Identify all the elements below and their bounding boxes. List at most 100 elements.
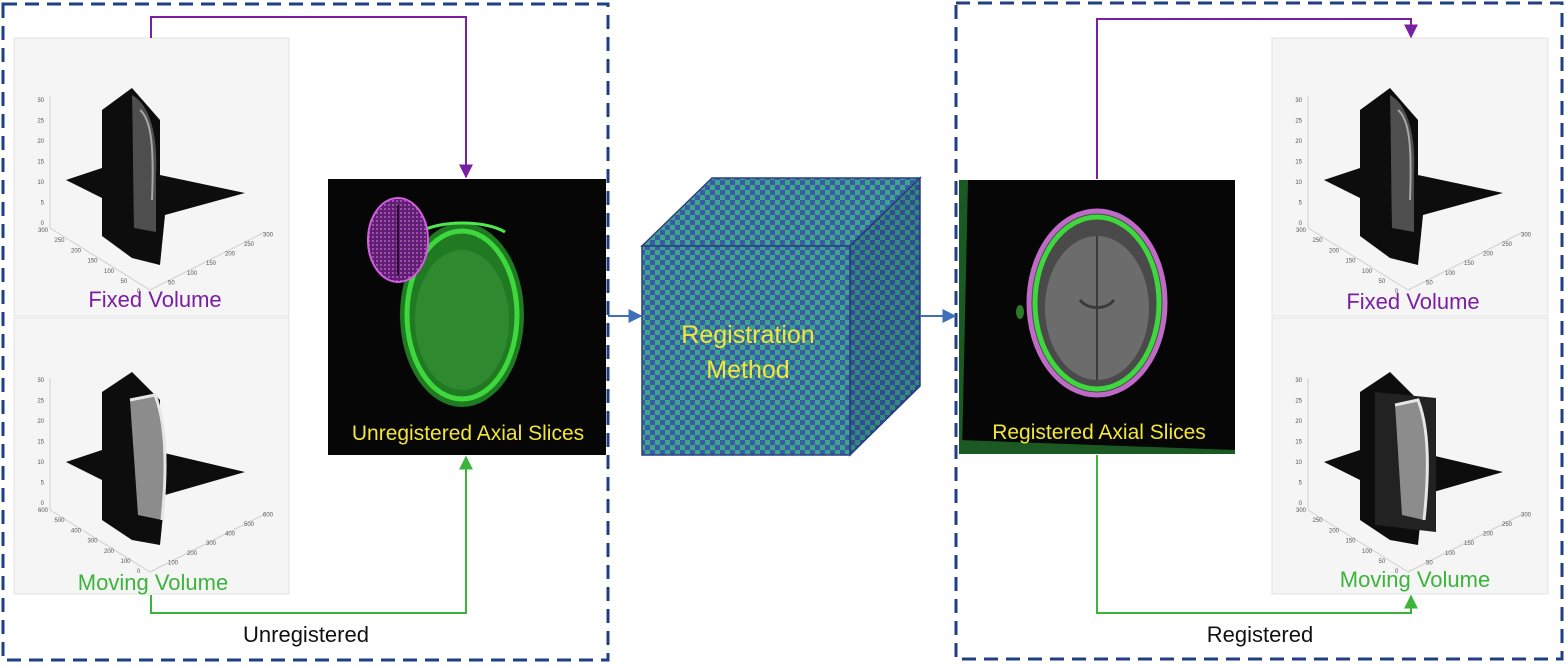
axis-tick-label: 150 bbox=[1464, 541, 1475, 547]
slice-anatomy bbox=[130, 395, 166, 520]
axis-tick-label: 0 bbox=[137, 289, 141, 295]
axis-tick-label: 300 bbox=[206, 541, 217, 547]
z-tick-label: 30 bbox=[1295, 98, 1302, 104]
axis-tick-label: 300 bbox=[1296, 228, 1307, 234]
z-tick-label: 10 bbox=[37, 460, 44, 466]
axis-tick-label: 200 bbox=[1483, 532, 1494, 538]
z-tick-label: 20 bbox=[1295, 139, 1302, 145]
axis-tick-label: 250 bbox=[55, 238, 66, 244]
axis-tick-label: 50 bbox=[1426, 560, 1433, 566]
axis-tick-label: 300 bbox=[88, 539, 99, 545]
axis-tick-label: 150 bbox=[1464, 261, 1475, 267]
z-tick-label: 25 bbox=[37, 119, 44, 125]
z-tick-label: 15 bbox=[37, 160, 44, 166]
axis-tick-label: 200 bbox=[71, 248, 82, 254]
axis-tick-label: 50 bbox=[121, 279, 128, 285]
unregistered-group-label: Unregistered bbox=[243, 622, 369, 647]
axis-tick-label: 250 bbox=[1313, 238, 1324, 244]
axis-tick-label: 100 bbox=[187, 271, 198, 277]
unregistered-slices-caption: Unregistered Axial Slices bbox=[352, 422, 584, 445]
axis-tick-label: 400 bbox=[225, 532, 236, 538]
axis-tick-label: 200 bbox=[1483, 252, 1494, 258]
axis-tick-label: 100 bbox=[1362, 549, 1373, 555]
z-tick-label: 0 bbox=[1299, 221, 1303, 227]
right-fixed-volume-plot: Fixed Volume bbox=[1271, 37, 1549, 317]
axis-tick-label: 300 bbox=[38, 228, 49, 234]
axis-tick-label: 0 bbox=[1395, 289, 1399, 295]
axis-tick-label: 0 bbox=[1395, 569, 1399, 575]
axis-tick-label: 300 bbox=[263, 232, 274, 238]
left-fixed-volume-plot: Fixed Volume bbox=[13, 37, 290, 317]
z-tick-label: 20 bbox=[37, 419, 44, 425]
axis-tick-label: 600 bbox=[263, 512, 274, 518]
axis-tick-label: 200 bbox=[104, 549, 115, 555]
z-tick-label: 30 bbox=[1295, 378, 1302, 384]
z-tick-label: 5 bbox=[41, 481, 45, 487]
z-tick-label: 30 bbox=[37, 378, 44, 384]
z-tick-label: 10 bbox=[1295, 180, 1302, 186]
z-tick-label: 5 bbox=[41, 201, 45, 207]
moving-volume-label: Moving Volume bbox=[78, 570, 228, 595]
axis-tick-label: 50 bbox=[1379, 279, 1386, 285]
z-tick-label: 25 bbox=[1295, 399, 1302, 405]
z-tick-label: 15 bbox=[1295, 440, 1302, 446]
axis-tick-label: 500 bbox=[55, 518, 66, 524]
z-tick-label: 0 bbox=[41, 501, 45, 507]
slice-anatomy bbox=[1395, 400, 1428, 520]
axis-tick-label: 100 bbox=[1445, 551, 1456, 557]
z-tick-label: 0 bbox=[41, 221, 45, 227]
registered-slice-image: Registered Axial Slices bbox=[959, 180, 1235, 454]
unregistered-group-frame bbox=[1, 2, 610, 662]
axis-tick-label: 300 bbox=[1521, 232, 1532, 238]
axis-tick-label: 100 bbox=[104, 269, 115, 275]
method-label-line2: Method bbox=[706, 356, 789, 384]
axis-tick-label: 150 bbox=[1346, 539, 1357, 545]
right-fixed-volume-label: Fixed Volume bbox=[1346, 289, 1479, 314]
registration-method-cube: Registration Method bbox=[640, 176, 922, 457]
z-tick-label: 15 bbox=[1295, 160, 1302, 166]
z-tick-label: 0 bbox=[1299, 501, 1303, 507]
axis-tick-label: 50 bbox=[1426, 280, 1433, 286]
axis-tick-label: 200 bbox=[225, 252, 236, 258]
axis-tick-label: 250 bbox=[244, 242, 255, 248]
unregistered-slice-image: Unregistered Axial Slices bbox=[328, 179, 606, 455]
fixed-volume-label: Fixed Volume bbox=[88, 287, 221, 312]
axis-tick-label: 100 bbox=[1362, 269, 1373, 275]
axis-tick-label: 300 bbox=[1521, 512, 1532, 518]
z-tick-label: 25 bbox=[37, 399, 44, 405]
method-label-line1: Registration bbox=[681, 321, 814, 349]
left-moving-volume-plot: Moving Volume bbox=[13, 317, 290, 595]
axis-tick-label: 400 bbox=[71, 528, 82, 534]
axis-tick-label: 50 bbox=[168, 280, 175, 286]
registered-slices-caption: Registered Axial Slices bbox=[992, 421, 1206, 444]
z-tick-label: 15 bbox=[37, 440, 44, 446]
axis-tick-label: 200 bbox=[187, 551, 198, 557]
slices-to-moving-arrow bbox=[1096, 455, 1418, 614]
axis-tick-label: 500 bbox=[244, 522, 255, 528]
registered-group-label: Registered bbox=[1207, 622, 1313, 647]
z-tick-label: 20 bbox=[1295, 419, 1302, 425]
axis-tick-label: 200 bbox=[1329, 248, 1340, 254]
registered-group-frame bbox=[954, 1, 1564, 661]
axis-tick-label: 200 bbox=[1329, 528, 1340, 534]
right-moving-volume-label: Moving Volume bbox=[1340, 567, 1490, 592]
z-tick-label: 10 bbox=[1295, 460, 1302, 466]
right-moving-volume-plot: Moving Volume bbox=[1271, 317, 1549, 595]
z-tick-label: 10 bbox=[37, 180, 44, 186]
moving-to-slices-arrow bbox=[150, 455, 473, 614]
axis-tick-label: 100 bbox=[1445, 271, 1456, 277]
axis-tick-label: 150 bbox=[206, 261, 217, 267]
axis-tick-label: 300 bbox=[1296, 508, 1307, 514]
axis-tick-label: 100 bbox=[121, 559, 132, 565]
axis-tick-label: 600 bbox=[38, 508, 49, 514]
axis-tick-label: 50 bbox=[1379, 559, 1386, 565]
axis-tick-label: 250 bbox=[1313, 518, 1324, 524]
z-tick-label: 5 bbox=[1299, 481, 1303, 487]
axis-tick-label: 250 bbox=[1502, 242, 1513, 248]
z-tick-label: 5 bbox=[1299, 201, 1303, 207]
slices-to-fixed-arrow bbox=[1096, 18, 1418, 179]
axis-tick-label: 150 bbox=[88, 259, 99, 265]
fixed-to-slices-arrow bbox=[150, 16, 473, 179]
z-tick-label: 20 bbox=[37, 139, 44, 145]
